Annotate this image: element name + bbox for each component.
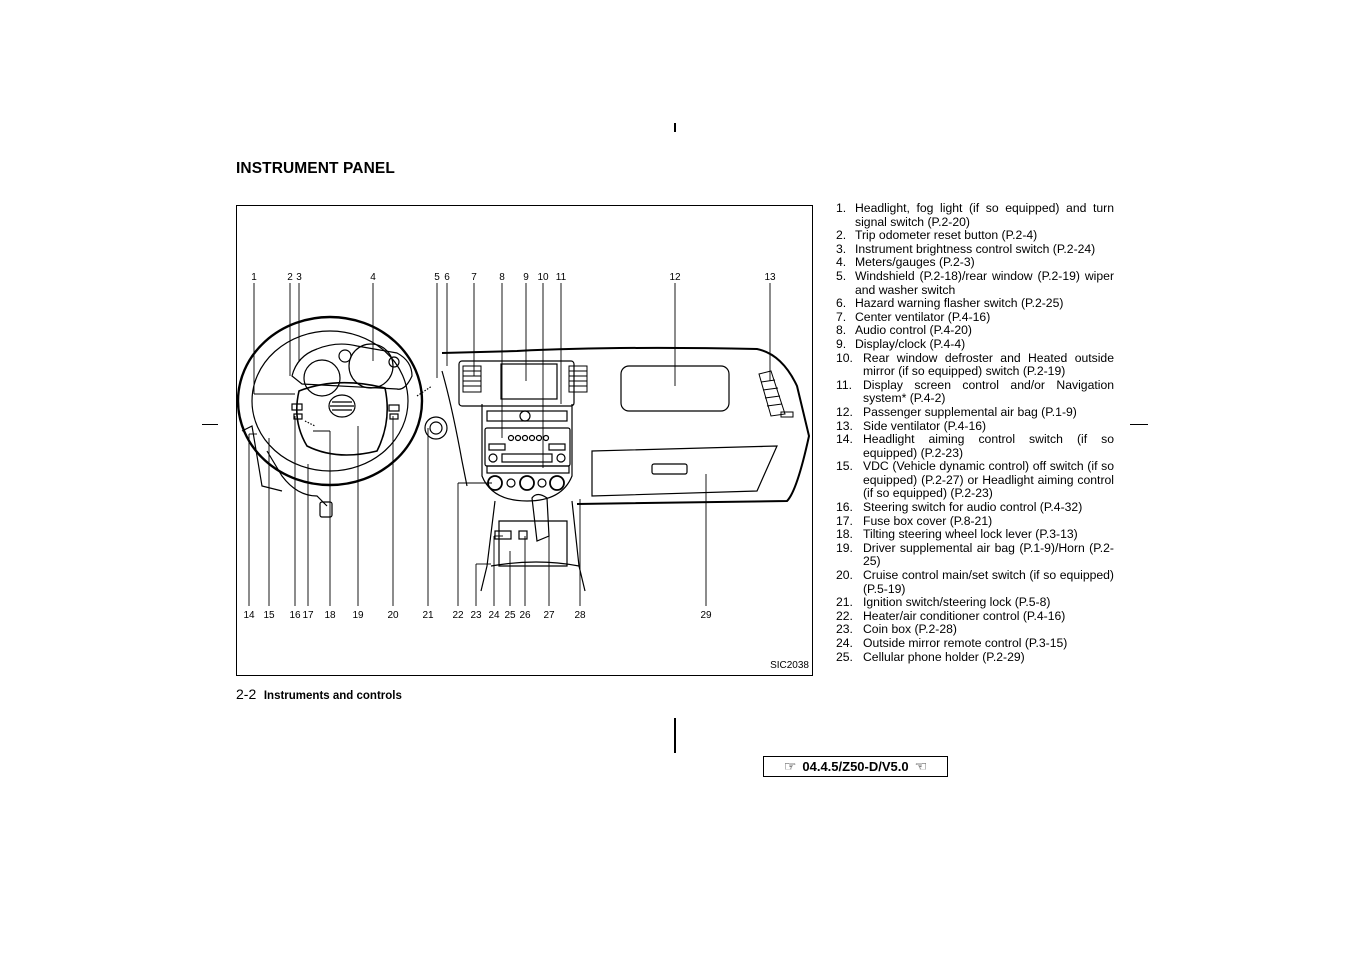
callout-13: 13 [764,272,776,283]
callout-6: 6 [444,272,450,283]
crop-mark-right [1130,424,1148,425]
legend-item: 6.Hazard warning flasher switch (P.2-25) [836,296,1064,311]
crop-mark-bottom [674,718,676,753]
legend-item: 5.Windshield (P.2-18)/rear window (P.2-1… [836,268,1114,297]
legend-item: 9.Display/clock (P.4-4) [836,336,966,351]
callout-21: 21 [422,610,434,621]
version-box: ☞ 04.4.5/Z50-D/V5.0 ☜ [763,756,948,777]
legend-item: 13.Side ventilator (P.4-16) [836,418,987,433]
legend-item: 16.Steering switch for audio control (P.… [836,500,1083,515]
legend-item: 21.Ignition switch/steering lock (P.5-8) [836,595,1051,610]
chapter-title: Instruments and controls [263,690,402,702]
callout-16: 16 [289,610,301,621]
legend-item: 1.Headlight, fog light (if so equipped) … [836,201,1114,229]
callout-10: 10 [537,272,549,283]
dashboard-line-drawing [237,283,811,606]
legend-item: 7.Center ventilator (P.4-16) [836,309,991,324]
callout-24: 24 [488,610,500,621]
callout-3: 3 [296,272,302,283]
legend-item: 11.Display screen control and/or Navigat… [836,377,1114,406]
legend-item: 17.Fuse box cover (P.8-21) [836,513,993,528]
legend-item: 4.Meters/gauges (P.2-3) [836,255,975,270]
callout-12: 12 [669,272,681,283]
crop-mark-top [674,123,676,132]
callout-25: 25 [504,610,516,621]
callout-14: 14 [243,610,255,621]
callout-27: 27 [543,610,555,621]
legend-item: 22.Heater/air conditioner control (P.4-1… [836,608,1066,623]
legend-item: 24.Outside mirror remote control (P.3-15… [836,636,1068,650]
callout-9: 9 [523,272,529,283]
callout-29: 29 [700,610,712,621]
legend-item: 18.Tilting steering wheel lock lever (P.… [836,527,1078,542]
callout-17: 17 [302,610,314,621]
legend-item: 12.Passenger supplemental air bag (P.1-9… [836,404,1077,419]
callout-18: 18 [324,610,336,621]
figure-code: SIC2038 [770,660,809,671]
callout-11: 11 [555,272,567,283]
callout-26: 26 [519,610,531,621]
legend-item: 25.Cellular phone holder (P.2-29) [836,649,1025,664]
legend-item: 19.Driver supplemental air bag (P.1-9)/H… [836,540,1114,569]
callout-28: 28 [574,610,586,621]
legend-item: 3.Instrument brightness control switch (… [836,241,1096,256]
pointing-hand-left-icon: ☜ [914,758,928,774]
callout-5: 5 [434,272,440,283]
legend-item: 8.Audio control (P.4-20) [836,323,972,338]
legend-list: 1.Headlight, fog light (if so equipped) … [836,201,1114,664]
callout-22: 22 [452,610,464,621]
legend-item: 20.Cruise control main/set switch (if so… [836,568,1114,596]
callout-15: 15 [263,610,275,621]
legend-item: 10.Rear window defroster and Heated outs… [836,350,1114,379]
callout-2: 2 [287,272,293,283]
callout-23: 23 [470,610,482,621]
pointing-hand-right-icon: ☞ [783,758,797,774]
page-footer: 2-2 Instruments and controls [236,686,402,702]
callout-4: 4 [370,272,376,283]
instrument-panel-figure: 1 2 3 4 5 6 7 8 9 10 11 12 13 14 15 16 1… [236,205,813,676]
page-number: 2-2 [236,686,257,702]
callout-20: 20 [387,610,399,621]
crop-mark-left [202,424,218,425]
version-text: 04.4.5/Z50-D/V5.0 [802,759,909,774]
legend-item: 15.VDC (Vehicle dynamic control) off swi… [836,459,1114,501]
callout-1: 1 [251,272,257,283]
legend-item: 23.Coin box (P.2-28) [836,622,957,637]
callout-19: 19 [352,610,364,621]
section-title: INSTRUMENT PANEL [236,160,395,177]
legend-item: 14.Headlight aiming control switch (if s… [836,432,1114,460]
legend-item: 2.Trip odometer reset button (P.2-4) [836,228,1038,243]
callout-7: 7 [471,272,477,283]
callout-8: 8 [499,272,505,283]
